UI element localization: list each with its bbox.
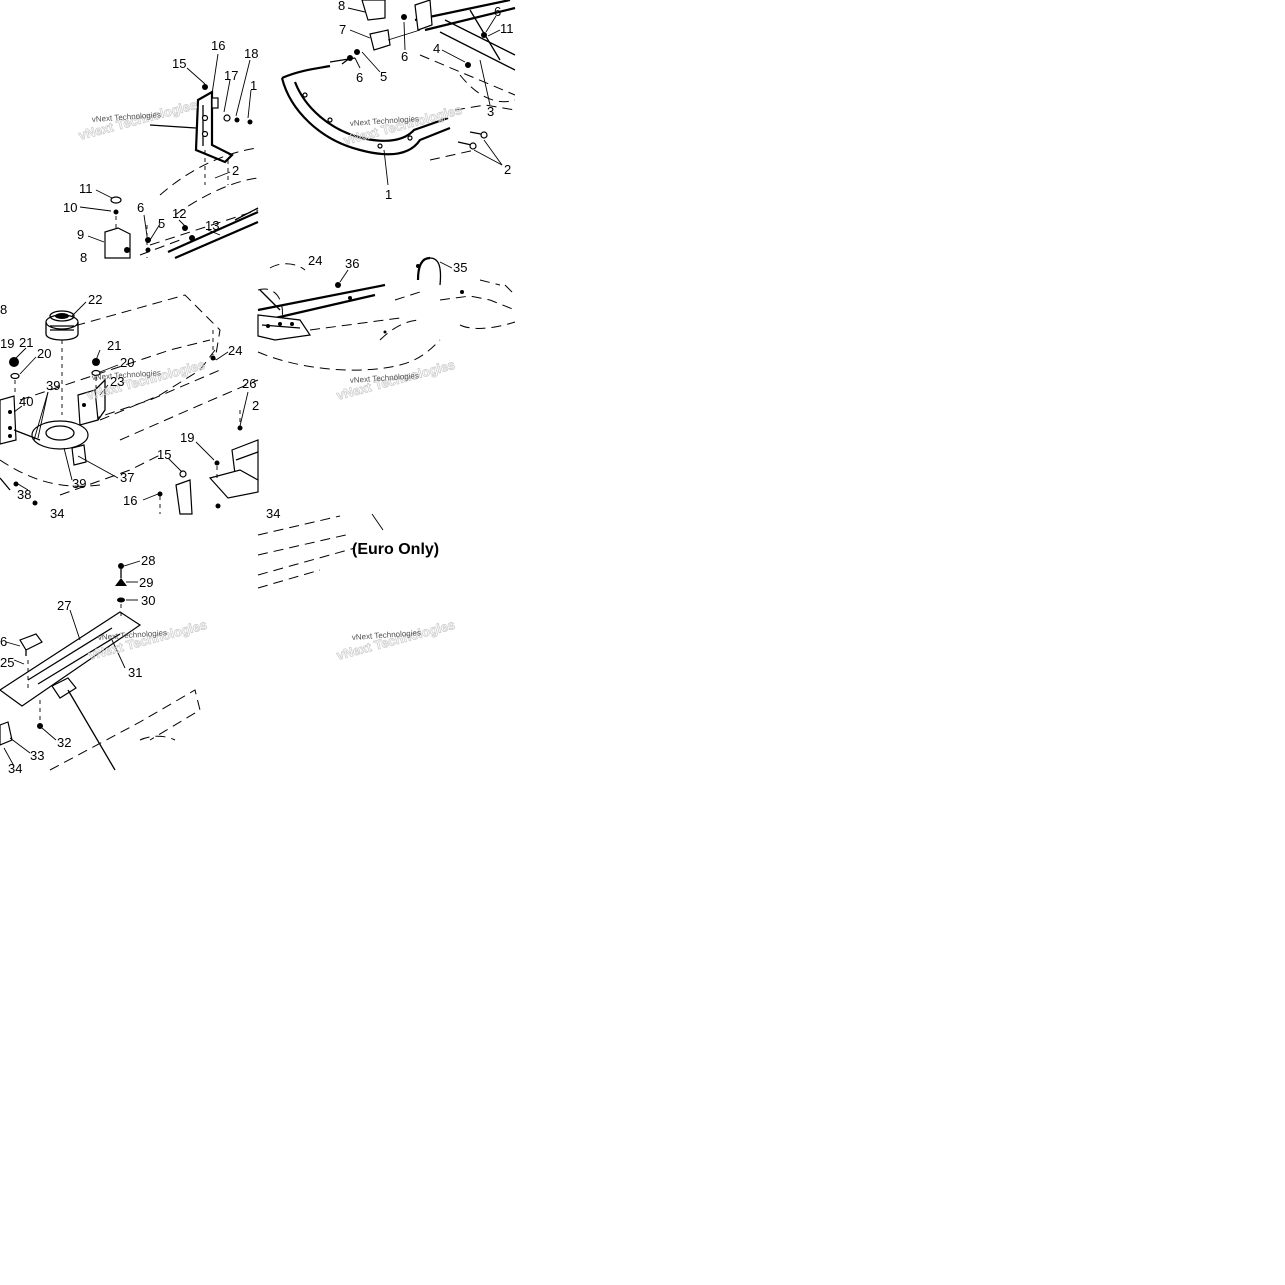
euro-only-note: (Euro Only) [352,541,439,558]
callout-20b: 20 [120,355,134,370]
callout-8-partial: 8 [0,302,7,317]
callout-16: 16 [211,38,225,53]
callout-26: 26 [242,376,256,391]
callout-21b: 21 [107,338,121,353]
callout-22: 22 [88,292,102,307]
callout-2: 2 [232,163,239,178]
rear-bumper [0,611,142,746]
callout-24: 24 [308,253,322,268]
callout-19: 19 [180,430,194,445]
callout-29: 29 [139,575,153,590]
callout-32: 32 [57,735,71,750]
callout-6-partial: 6 [0,634,7,649]
callout-5: 5 [380,69,387,84]
callout-40: 40 [19,394,33,409]
callout-21: 21 [19,335,33,350]
callout-17: 17 [224,68,238,83]
callout-3: 3 [487,104,494,119]
callout-9: 9 [77,227,84,242]
callout-34: 34 [8,761,22,776]
callout-11: 11 [79,181,93,196]
callout-24: 24 [228,343,242,358]
callout-4: 4 [433,41,440,56]
callout-12: 12 [172,206,186,221]
callout-15: 15 [157,447,171,462]
callout-18: 18 [244,46,258,61]
callout-15: 15 [172,56,186,71]
callout-30: 30 [141,593,155,608]
callout-39b: 39 [72,476,86,491]
callout-8-partial: 8 [80,250,87,265]
callout-34-partial: 34 [50,506,64,521]
callout-38: 38 [17,487,31,502]
tile-bottom-left: vNext Technologies vNext Technologies 28… [0,553,209,776]
callout-6c: 6 [494,4,501,19]
callout-37: 37 [120,470,134,485]
callout-5: 5 [158,216,165,231]
tile-middle-left: vNext Technologies vNext Technologies 8 … [0,292,259,521]
callout-19-partial: 19 [0,336,14,351]
callout-6: 6 [356,70,363,85]
callout-2: 2 [504,162,511,177]
callout-6b: 6 [401,49,408,64]
callout-28: 28 [141,553,155,568]
tile-middle-right: vNext Technologies vNext Technologies 24… [257,253,516,403]
callout-1: 1 [250,78,257,93]
callout-27: 27 [57,598,71,613]
callout-6: 6 [137,200,144,215]
callout-36: 36 [345,256,359,271]
tile-top-right: vNext Technologies vNext Technologies 8 … [280,0,516,202]
callout-31: 31 [128,665,142,680]
callout-34-partial: 34 [266,506,280,521]
callout-13: 13 [205,218,219,233]
callout-23: 23 [110,374,124,389]
side-rail [257,283,386,341]
callout-10: 10 [63,200,77,215]
callout-2-partial: 2 [252,398,259,413]
tile-top-left: vNext Technologies vNext Technologies 15… [63,38,258,265]
callout-20: 20 [37,346,51,361]
callout-16: 16 [123,493,137,508]
callout-11: 11 [500,21,514,36]
callout-39: 39 [46,378,60,393]
callout-33: 33 [30,748,44,763]
tile-bottom-right: 34 (Euro Only) vNext Technologies vNext … [257,506,457,663]
callout-7: 7 [339,22,346,37]
callout-8: 8 [338,0,345,13]
callout-25: 25 [0,655,14,670]
callout-35: 35 [453,260,467,275]
callout-1: 1 [385,187,392,202]
